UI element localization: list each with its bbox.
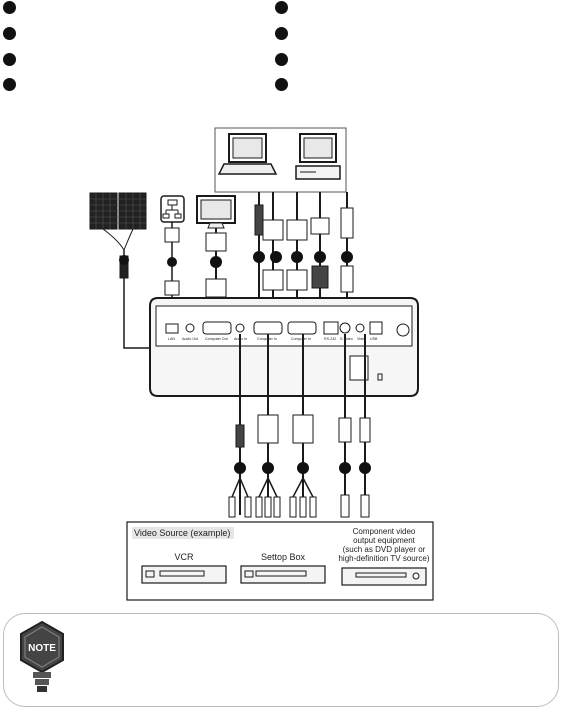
- port-label-usb: USB: [370, 337, 378, 341]
- bullet-right-3: [275, 53, 288, 66]
- projector-ports: [165, 321, 383, 335]
- component-label-line-1: Component video: [353, 527, 416, 536]
- port-label-audio-out: Audio Out: [182, 337, 198, 341]
- video-source-heading: Video Source (example): [134, 528, 230, 538]
- bullet-right-4: [275, 78, 288, 91]
- component-label-line-3: (such as DVD player or: [343, 545, 426, 554]
- note-box: [3, 613, 559, 707]
- network-icon: [160, 195, 185, 223]
- port-label-rs232: RS-232: [324, 337, 336, 341]
- notebook-icon: [217, 133, 278, 175]
- port-label-svideo: S-Video: [340, 337, 353, 341]
- port-label-lan: LAN: [168, 337, 175, 341]
- projector-icon: [149, 297, 419, 397]
- component-equipment-icon: [341, 567, 427, 586]
- port-label-computer-in-2: Computer In: [291, 337, 311, 341]
- port-label-audio-in: Audio In: [234, 337, 247, 341]
- speakers-icon: [89, 192, 147, 251]
- bullet-right-2: [275, 27, 288, 40]
- vcr-label: VCR: [174, 552, 194, 562]
- vcr-icon: [141, 565, 227, 584]
- port-label-video: Video: [357, 337, 366, 341]
- connection-diagram: Video Source (example) VCR Settop Box Co…: [89, 127, 434, 601]
- monitor-icon: [196, 195, 236, 229]
- component-label-line-4: high-definition TV source): [338, 554, 429, 563]
- bullet-right-1: [275, 1, 288, 14]
- settop-label: Settop Box: [261, 552, 306, 562]
- component-label-line-2: output equipment: [353, 536, 416, 545]
- note-icon: NOTE: [20, 620, 64, 692]
- bullet-left-4: [3, 78, 16, 91]
- bullet-left-1: [3, 1, 16, 14]
- port-label-computer-out: Computer Out: [205, 337, 228, 341]
- bullet-left-3: [3, 53, 16, 66]
- bullet-left-2: [3, 27, 16, 40]
- desktop-pc-icon: [295, 133, 341, 180]
- note-icon-text: NOTE: [28, 643, 56, 654]
- settop-box-icon: [240, 565, 326, 584]
- port-label-computer-in-1: Computer In: [257, 337, 277, 341]
